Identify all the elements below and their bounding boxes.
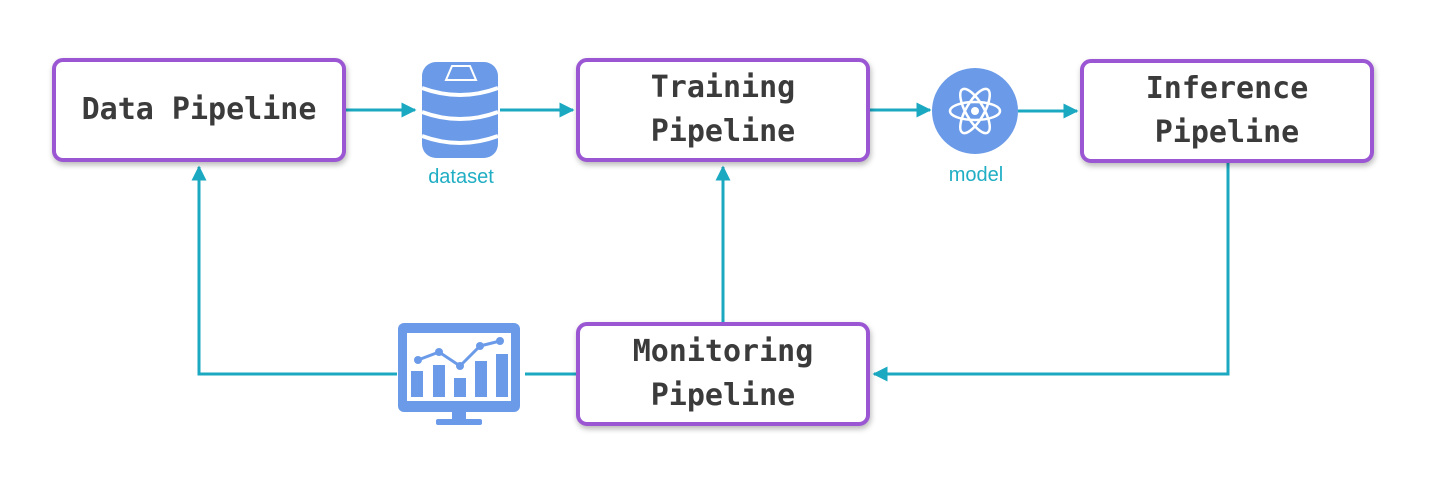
training-pipeline-box: Training Pipeline: [576, 58, 870, 162]
inference-pipeline-label-line1: Inference: [1145, 71, 1309, 106]
connectors: [191, 102, 1230, 382]
monitoring-pipeline-label-line1: Monitoring: [632, 334, 814, 369]
data-pipeline-label: Data Pipeline: [81, 92, 317, 127]
arrow-dashboard-to-data: [191, 165, 397, 376]
monitor-chart-icon: [398, 323, 520, 425]
monitoring-pipeline-label-line2: Pipeline: [650, 378, 796, 413]
atom-icon: [932, 68, 1018, 154]
database-icon: [421, 62, 499, 158]
inference-pipeline-label-line2: Pipeline: [1154, 115, 1300, 150]
training-pipeline-label-line1: Training: [650, 70, 796, 105]
data-pipeline-box: Data Pipeline: [52, 58, 346, 162]
inference-pipeline-box: Inference Pipeline: [1080, 59, 1374, 163]
model-caption: model: [948, 164, 1004, 186]
arrow-inference-to-monitoring: [872, 163, 1230, 382]
monitoring-pipeline-box: Monitoring Pipeline: [576, 322, 870, 426]
dataset-caption: dataset: [428, 166, 494, 188]
training-pipeline-label-line2: Pipeline: [650, 114, 796, 149]
